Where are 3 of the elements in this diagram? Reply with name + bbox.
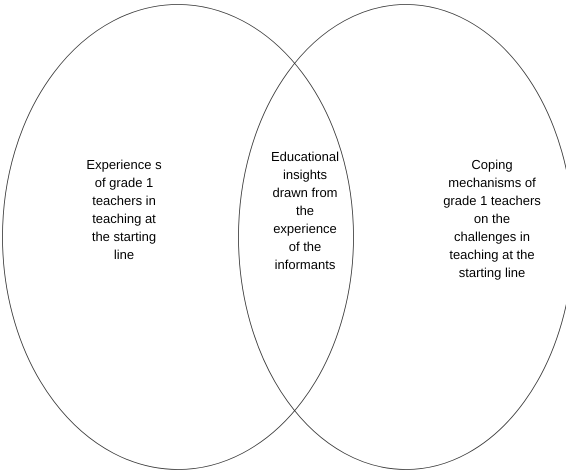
circle-label: Coping mechanisms of grade 1 teachers on the challenges in teaching at the starting line	[442, 156, 542, 282]
overlap-label: Educational insights drawn from the experience of the informants	[270, 148, 340, 274]
circle-label: Experience s of grade 1 teachers in teaching at the starting line	[85, 156, 163, 264]
